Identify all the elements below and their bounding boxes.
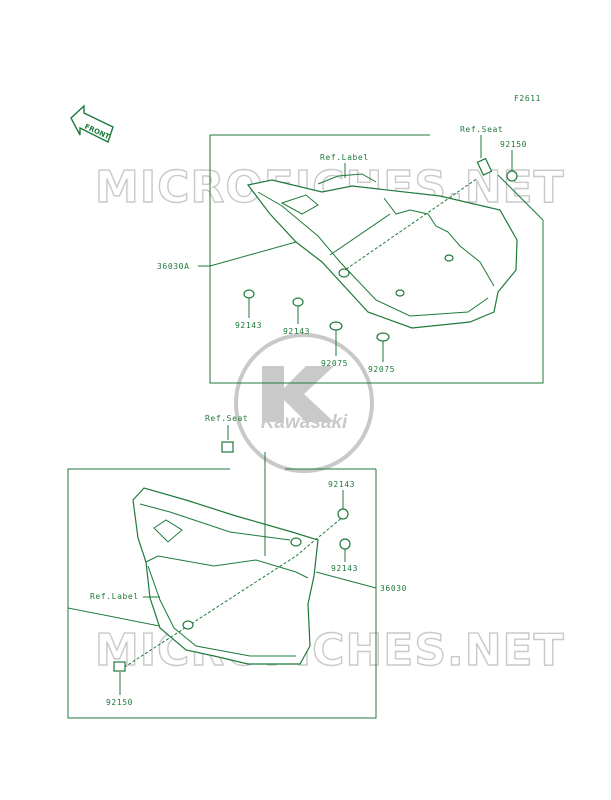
bolt-92150-lower <box>113 661 126 672</box>
upper-bolt-label: 92150 <box>500 140 527 149</box>
grommet-upper-2 <box>292 297 304 307</box>
bolt-ref-seat-lower <box>221 441 234 453</box>
grommet-upper-4 <box>444 254 454 262</box>
watermark-logo-text: Kawasaki <box>261 412 348 433</box>
lower-grommet-a-label: 92143 <box>328 480 355 489</box>
upper-grommet-b-label: 92143 <box>283 327 310 336</box>
front-arrow-icon: FRONT <box>70 104 114 143</box>
lower-ref-label-label: Ref.Label <box>90 592 139 601</box>
grommet-lower-2 <box>339 538 351 550</box>
upper-collar-b-label: 92075 <box>368 365 395 374</box>
upper-grommet-a-label: 92143 <box>235 321 262 330</box>
kawasaki-logo-watermark: Kawasaki <box>234 333 374 473</box>
grommet-lower-4 <box>182 620 194 630</box>
upper-assembly: Ref.Seat 92150 Ref.Label 36030A 92143 92… <box>157 125 544 384</box>
lower-assembly-label: 36030 <box>380 584 407 593</box>
grommet-upper-3 <box>395 289 405 297</box>
collar-upper-1 <box>329 321 343 331</box>
grommet-upper-5 <box>338 268 350 278</box>
upper-ref-label-label: Ref.Label <box>320 153 369 162</box>
collar-upper-2 <box>376 332 390 342</box>
upper-ref-seat-label: Ref.Seat <box>460 125 503 134</box>
lower-assembly: Ref.Seat 92143 92143 36030 Ref.Label 921… <box>67 414 407 719</box>
upper-assembly-label: 36030A <box>157 262 190 271</box>
grommet-lower-3 <box>290 537 302 547</box>
lower-ref-seat-label: Ref.Seat <box>205 414 248 423</box>
upper-collar-a-label: 92075 <box>321 359 348 368</box>
lower-bolt-label: 92150 <box>106 698 133 707</box>
grommet-lower-1 <box>337 508 349 520</box>
bolt-92150-upper <box>476 157 518 182</box>
lower-grommet-b-label: 92143 <box>331 564 358 573</box>
figure-code: F2611 <box>514 94 541 103</box>
grommet-upper-1 <box>243 289 255 299</box>
upper-side-cover <box>246 179 518 329</box>
